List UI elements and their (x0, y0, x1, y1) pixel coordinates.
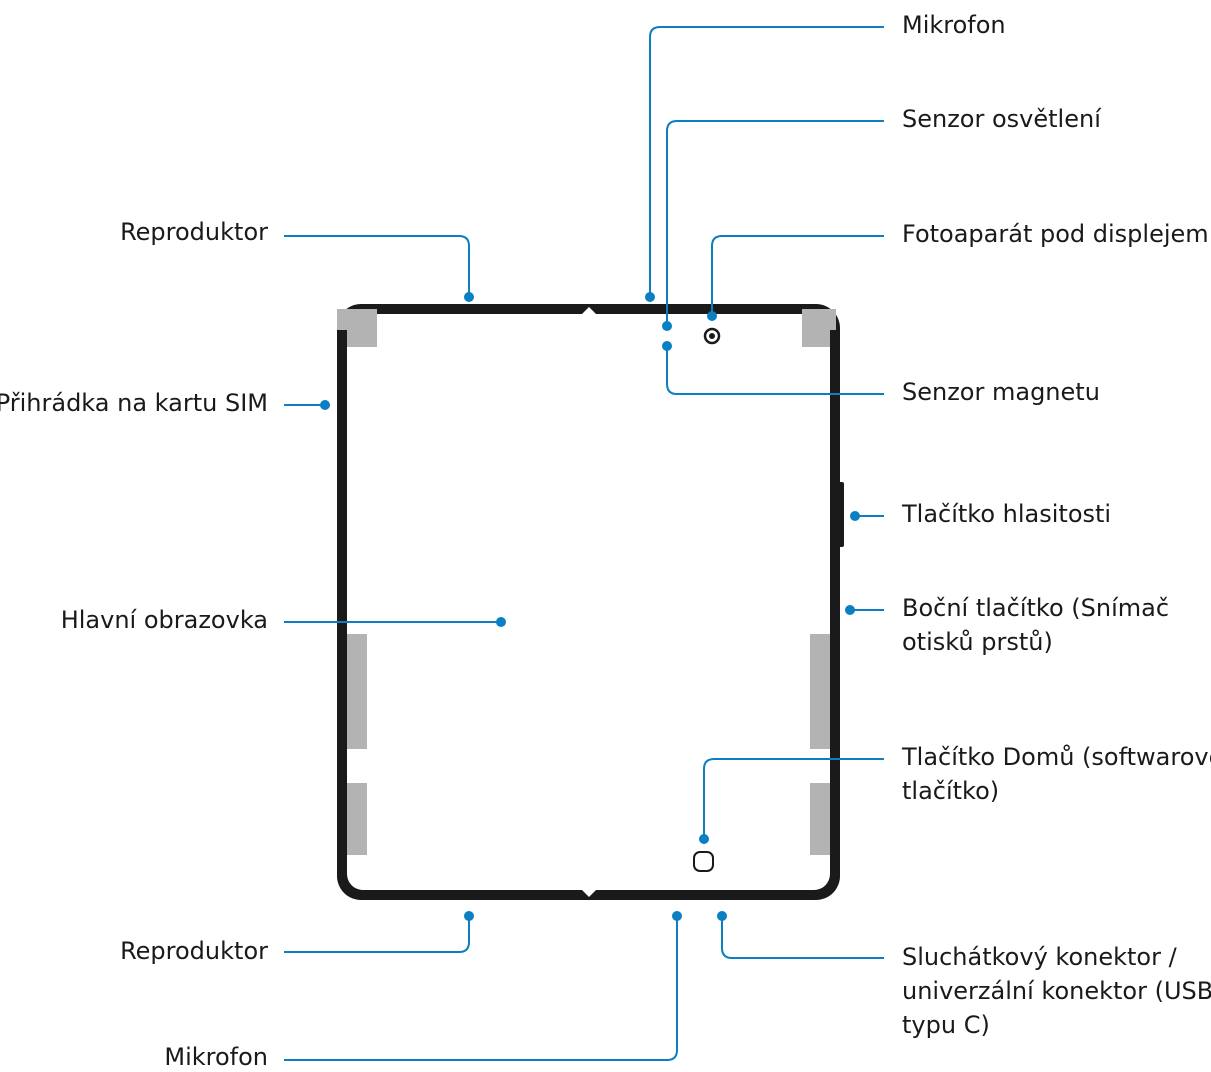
label-home-key-line1: Tlačítko Domů (softwarové (902, 743, 1211, 771)
label-mikrofon-top: Mikrofon (902, 11, 1006, 39)
dot-mikrofon-bottom (672, 911, 682, 921)
dot-side-key (845, 605, 855, 615)
line-magnet-sensor (666, 346, 884, 395)
line-home-key (703, 758, 884, 838)
label-connector: Sluchátkový konektor / univerzální konek… (902, 940, 1211, 1042)
label-main-screen: Hlavní obrazovka (60, 606, 268, 634)
antenna-band-right-low (810, 783, 830, 855)
line-mikrofon-top (649, 26, 884, 296)
dot-volume-key (850, 511, 860, 521)
label-side-key-line2: otisků prstů) (902, 628, 1053, 656)
dot-sim-tray (320, 400, 330, 410)
dot-light-sensor (662, 321, 672, 331)
label-home-key: Tlačítko Domů (softwarové tlačítko) (902, 740, 1211, 808)
phone-screen (347, 314, 830, 890)
dot-connector (717, 911, 727, 921)
dot-camera (707, 311, 717, 321)
label-under-display-camera: Fotoaparát pod displejem (902, 220, 1209, 248)
line-reproduktor-bottom (284, 916, 470, 953)
label-connector-line2: univerzální konektor (USB (902, 977, 1211, 1005)
line-light-sensor (666, 120, 884, 326)
label-connector-line1: Sluchátkový konektor / (902, 943, 1177, 971)
dot-magnet-sensor (662, 341, 672, 351)
antenna-band-right-mid (810, 634, 830, 749)
home-key-icon (693, 851, 714, 872)
callout-dots (320, 292, 860, 921)
label-volume-key: Tlačítko hlasitosti (902, 500, 1112, 528)
volume-key-bar (838, 482, 844, 547)
antenna-band-left-low (347, 783, 367, 855)
label-side-key: Boční tlačítko (Snímač otisků prstů) (902, 591, 1169, 659)
dot-home-key (699, 834, 709, 844)
dot-main-screen (496, 617, 506, 627)
dot-reproduktor-top (464, 292, 474, 302)
callout-lines (284, 26, 884, 1061)
line-camera (711, 235, 884, 316)
line-mikrofon-bottom (284, 916, 678, 1061)
fold-notch-bottom (582, 890, 596, 897)
label-sim-tray: Přihrádka na kartu SIM (0, 389, 268, 417)
label-side-key-line1: Boční tlačítko (Snímač (902, 594, 1170, 622)
dot-reproduktor-bottom (464, 911, 474, 921)
label-reproduktor-bottom: Reproduktor (120, 937, 268, 965)
label-reproduktor-top: Reproduktor (120, 218, 268, 246)
frame-right-edge-top (830, 330, 840, 350)
label-connector-line3: typu C) (902, 1011, 990, 1039)
frame-left-edge-top (337, 330, 347, 350)
dot-mikrofon-top (645, 292, 655, 302)
line-connector (721, 916, 884, 959)
fold-notch-top (582, 307, 596, 314)
label-light-sensor: Senzor osvětlení (902, 105, 1101, 133)
line-reproduktor-top (284, 235, 470, 296)
label-home-key-line2: tlačítko) (902, 777, 1000, 805)
label-mikrofon-bottom: Mikrofon (164, 1043, 268, 1071)
label-magnet-sensor: Senzor magnetu (902, 378, 1100, 406)
camera-lens-center (709, 333, 715, 339)
antenna-band-left-mid (347, 634, 367, 749)
